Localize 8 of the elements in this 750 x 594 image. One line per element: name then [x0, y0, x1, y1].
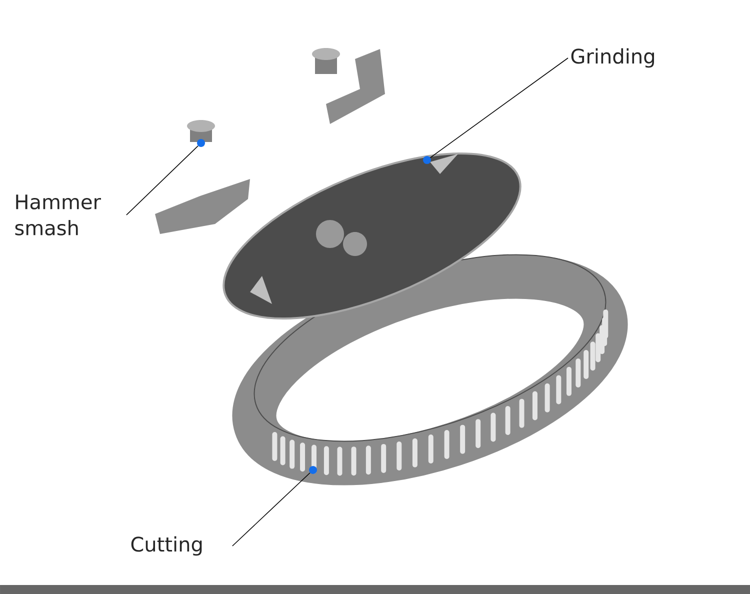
leader-line [126, 146, 198, 216]
callout-label: Cutting [131, 536, 202, 556]
marker-dot [309, 466, 317, 474]
marker-dot [423, 156, 431, 164]
leader-line [232, 472, 310, 546]
callout-label: Hammer smash [15, 194, 101, 236]
marker-dot [197, 139, 205, 147]
callout-label: Grinding [571, 48, 654, 68]
